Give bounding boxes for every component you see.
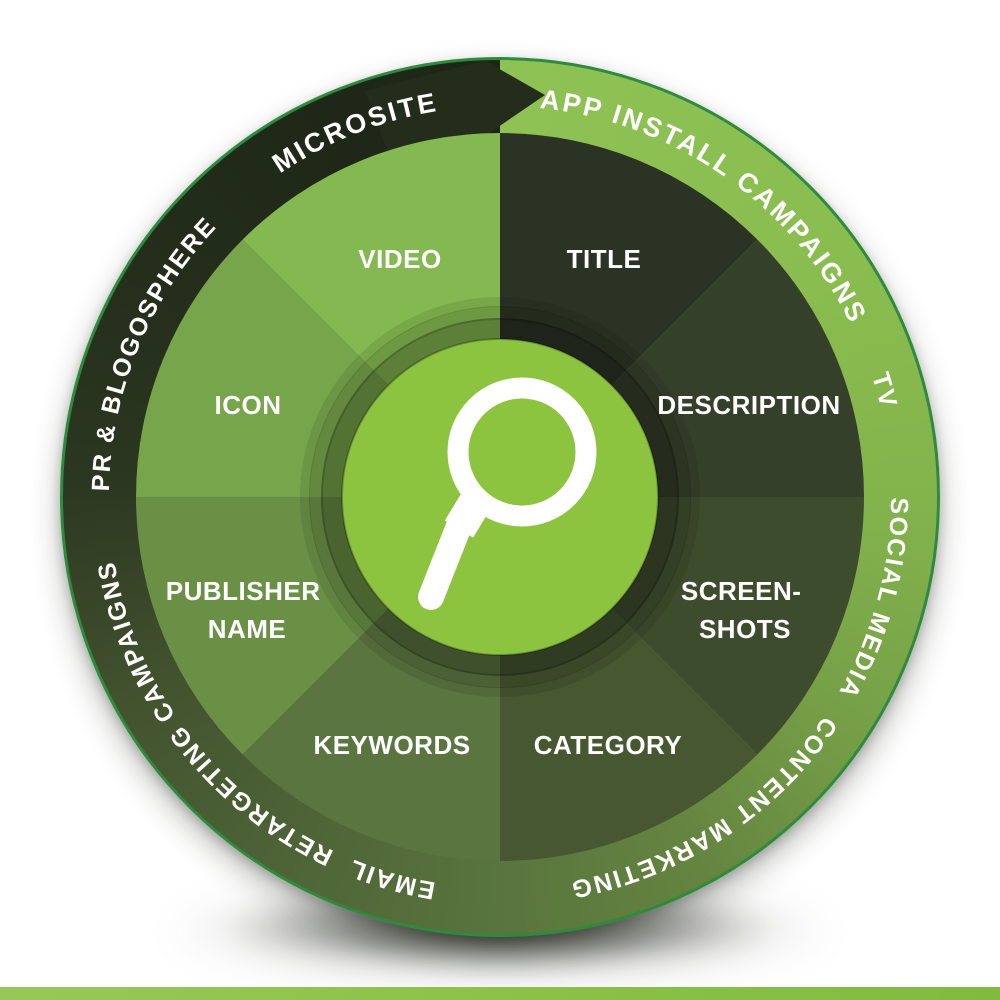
segment-label-screenshots: SCREEN- SHOTS — [681, 576, 809, 644]
segment-labels: TITLE DESCRIPTION SCREEN- SHOTS CATEGORY… — [166, 244, 840, 760]
hub-vignette — [300, 297, 700, 697]
clockwise-arrow-icon — [365, 60, 545, 152]
ring-label-tv: TV — [866, 369, 903, 412]
segment-label-description: DESCRIPTION — [657, 390, 840, 420]
segment-label-video: VIDEO — [358, 244, 441, 274]
segment-label-publisher-name: PUBLISHER NAME — [166, 576, 328, 644]
bottom-accent-bar — [0, 987, 1000, 1000]
segment-label-category: CATEGORY — [534, 730, 682, 760]
segment-label-keywords: KEYWORDS — [313, 730, 470, 760]
ring-label-email: EMAIL — [344, 853, 437, 904]
search-magnifier-icon — [418, 377, 597, 610]
segment-label-title: TITLE — [567, 244, 642, 274]
segment-label-icon: ICON — [215, 390, 282, 420]
